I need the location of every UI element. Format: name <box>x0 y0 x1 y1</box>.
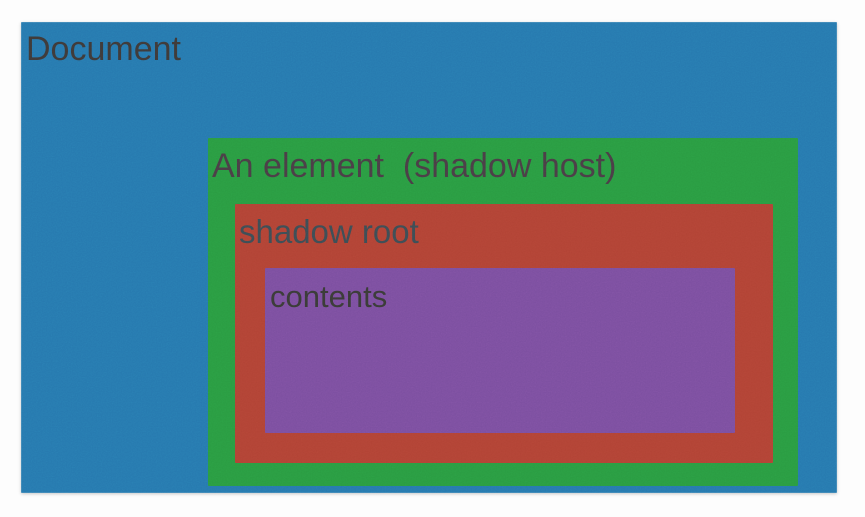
shadow-root-label: shadow root <box>239 213 419 250</box>
shadow-root-box: shadow root contents <box>235 204 773 463</box>
contents-box: contents <box>265 268 735 433</box>
document-box: Document An element (shadow host) shadow… <box>21 22 837 493</box>
contents-label: contents <box>270 279 388 314</box>
shadow-host-label: An element (shadow host) <box>212 147 617 185</box>
document-label: Document <box>26 30 181 68</box>
shadow-host-box: An element (shadow host) shadow root con… <box>208 138 798 486</box>
